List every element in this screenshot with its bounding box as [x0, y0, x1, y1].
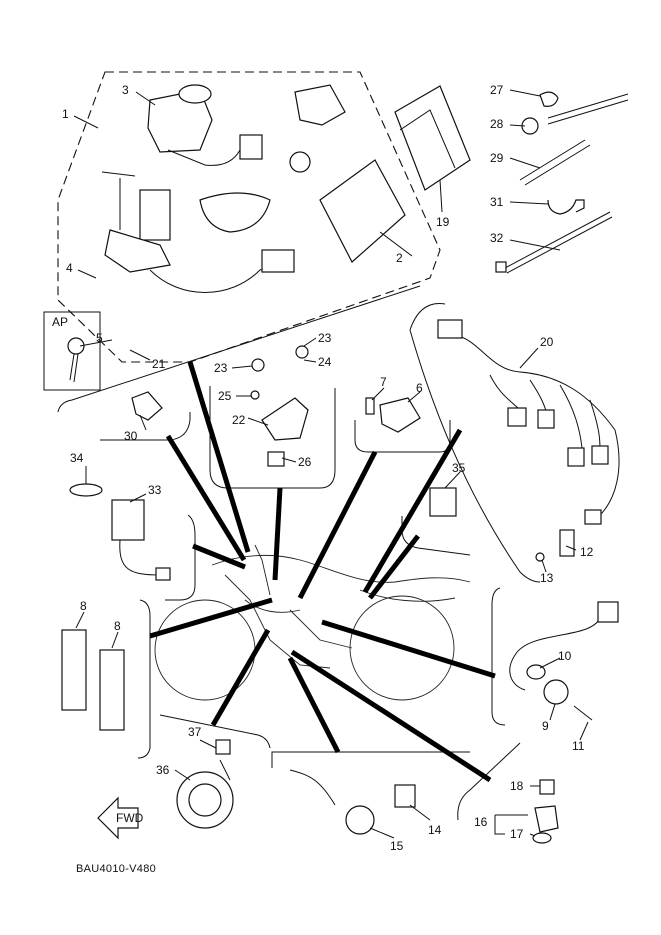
callout-24: 24 — [318, 355, 332, 369]
forward-arrow-icon: FWD — [97, 796, 144, 840]
callout-20: 20 — [540, 335, 554, 349]
callout-33: 33 — [148, 483, 162, 497]
horn-part — [176, 739, 234, 829]
switch-part — [494, 779, 559, 844]
callout-23-top: 23 — [318, 331, 332, 345]
fwd-label: FWD — [116, 811, 144, 825]
socket-part — [69, 483, 171, 581]
callout-12: 12 — [580, 545, 594, 559]
callout-32: 32 — [490, 231, 504, 245]
callout-31: 31 — [490, 195, 504, 209]
callout-10: 10 — [558, 649, 572, 663]
callout-34: 34 — [70, 451, 84, 465]
speed-sensor-part — [289, 769, 416, 835]
callout-11: 11 — [572, 739, 585, 753]
sender-part — [535, 529, 575, 562]
callout-36: 36 — [156, 763, 170, 777]
position-sensor-part — [509, 601, 619, 721]
callout-6: 6 — [416, 381, 423, 395]
callout-15: 15 — [390, 839, 404, 853]
callout-22: 22 — [232, 413, 246, 427]
callout-7: 7 — [380, 375, 387, 389]
key-part — [67, 337, 85, 383]
callout-8-left: 8 — [80, 599, 87, 613]
sensor-part — [365, 397, 421, 433]
callout-29: 29 — [490, 151, 504, 165]
diagram-caption: BAU4010-V480 — [76, 863, 156, 875]
bracket-part — [250, 345, 309, 467]
relay-35-part — [429, 487, 457, 517]
ignition-coil-parts — [61, 629, 125, 731]
callout-35: 35 — [452, 461, 466, 475]
callout-30: 30 — [124, 429, 138, 443]
group-brackets — [57, 285, 541, 821]
callout-26: 26 — [298, 455, 312, 469]
callout-5: 5 — [96, 331, 103, 345]
callout-17: 17 — [510, 827, 524, 841]
callout-13: 13 — [540, 571, 554, 585]
callout-27: 27 — [490, 83, 504, 97]
callout-4: 4 — [66, 261, 73, 275]
callout-25: 25 — [218, 389, 232, 403]
callout-21: 21 — [152, 357, 166, 371]
callout-2: 2 — [396, 251, 403, 265]
callout-18: 18 — [510, 779, 524, 793]
callout-9: 9 — [542, 719, 549, 733]
callout-19: 19 — [436, 215, 450, 229]
relay-30-part — [131, 391, 163, 421]
ecu-parts — [319, 85, 471, 263]
callout-3: 3 — [122, 83, 129, 97]
main-switch-part — [147, 84, 263, 166]
callout-1: 1 — [62, 107, 69, 121]
callout-14: 14 — [428, 823, 442, 837]
location-leader-lines — [149, 361, 496, 783]
callout-labels: 1 2 3 4 5 6 7 8 8 9 10 11 12 13 14 15 16… — [62, 83, 594, 853]
callout-28: 28 — [490, 117, 504, 131]
key-group-box — [43, 311, 101, 391]
callout-16: 16 — [474, 815, 488, 829]
callout-leaders — [73, 89, 589, 839]
clamps-and-ties — [495, 91, 629, 274]
callout-8-right: 8 — [114, 619, 121, 633]
wire-harness-part — [437, 319, 620, 525]
callout-37: 37 — [188, 725, 202, 739]
ap-label: AP — [52, 315, 68, 329]
callout-23-left: 23 — [214, 361, 228, 375]
ignition-assembly-part — [101, 84, 346, 293]
